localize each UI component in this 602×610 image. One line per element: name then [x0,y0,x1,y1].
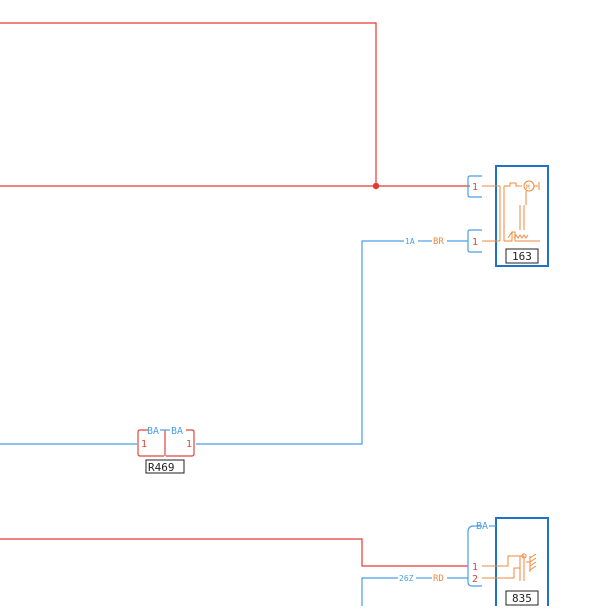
blue-wire-1a [196,240,468,445]
connector-835-bracket [467,525,482,587]
connector-R469-label-left: BA [147,426,159,437]
red-wire-bottom-run [0,538,468,567]
wire-junction-dot [372,182,380,190]
component-835-id: 835 [512,592,532,605]
component-835-connector-color: BA [476,521,488,532]
connector-R469-left-bracket [137,429,164,457]
blue-wire-26z [361,577,468,606]
connector-R469-id-box [145,459,185,474]
connector-R469-pin-right: 1 [186,439,192,450]
component-835-id-box [505,590,539,606]
wire-1a-color: BR [433,237,444,247]
grounded-switch-icon [500,553,537,581]
red-wire-top-run [0,22,377,186]
component-163[interactable]: 1 1 M 163 [467,165,549,267]
component-163-id: 163 [512,250,532,263]
component-835-pin-top: 1 [472,562,478,573]
svg-text:M: M [526,184,530,191]
red-wire-loop [0,22,470,187]
contact-switch-icon [504,205,540,242]
component-163-id-box [505,248,539,264]
wire-1a-code: 1A [405,237,415,246]
component-163-pin-top: 1 [472,182,478,193]
connector-R469-pin-left: 1 [141,439,147,450]
wire-26z-color: RD [433,574,444,584]
component-163-pin-bottom: 1 [472,237,478,248]
connector-R469-label-right: BA [171,426,183,437]
component-835-pin-bottom: 2 [472,574,478,585]
motor-icon: M [499,180,540,241]
connector-163-pin-top-bracket [467,175,482,198]
connector-R469-id: R469 [148,461,175,474]
wire-26z-code: 26Z [399,574,414,583]
connector-R469-right-bracket [166,429,195,457]
connector-R469[interactable]: BA BA 1 1 R469 [137,426,195,474]
component-835[interactable]: BA 1 2 835 [467,517,549,610]
